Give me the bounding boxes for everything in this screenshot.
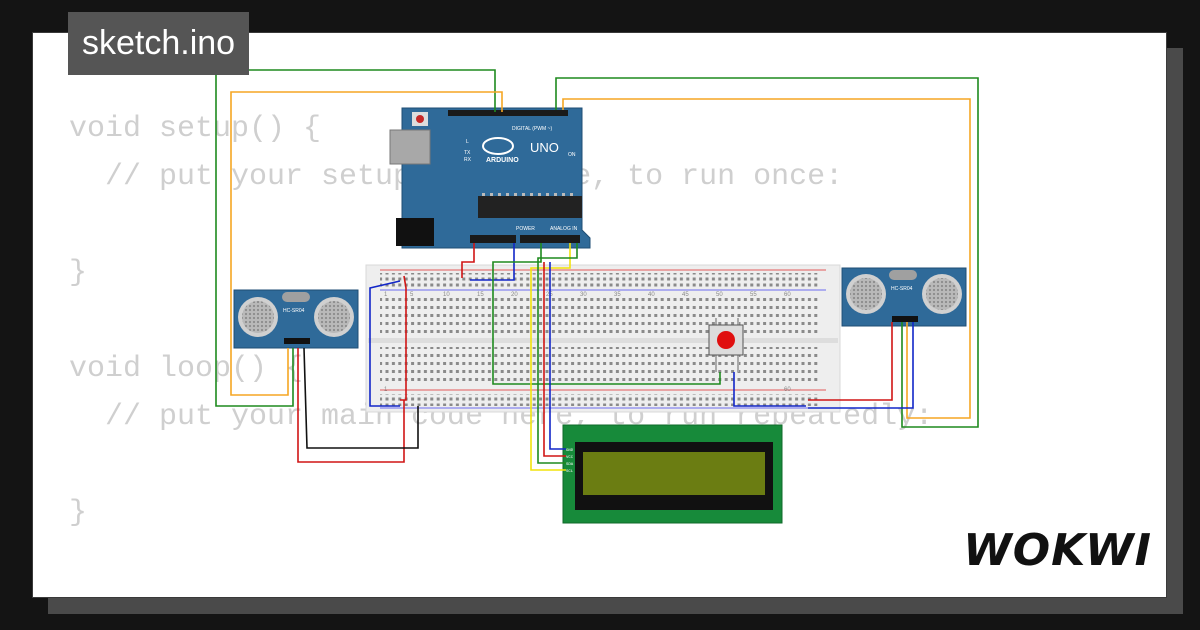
bb-col-35: 35: [614, 292, 621, 298]
board-name: UNO: [530, 140, 559, 155]
power-header: [470, 235, 516, 243]
bb-col-60-bottom: 60: [784, 387, 791, 393]
l-label: L: [466, 139, 469, 145]
breadboard[interactable]: 1 5 10 15 20 25 30 35 40 45 50 55 60 1 6…: [365, 264, 841, 413]
wires: [215, 69, 979, 471]
arduino-uno[interactable]: UNO ARDUINO DIGITAL (PWM ~) POWER ANALOG…: [389, 107, 591, 249]
wire-blue-sensor-right: [808, 322, 914, 409]
ultrasonic-left-model: HC-SR04: [283, 308, 305, 314]
lcd-pin-sda: SDA: [566, 463, 574, 467]
wire-blue-gnd: [470, 243, 515, 281]
bb-col-1-bottom: 1: [384, 387, 388, 393]
usb-port: [389, 129, 431, 165]
tx-label: TX: [464, 150, 471, 156]
wire-red-lcd: [543, 262, 566, 457]
analog-header: [520, 235, 580, 243]
wire-yellow-sda: [530, 243, 571, 471]
code-line-9: }: [69, 496, 88, 530]
ultrasonic-right-model: HC-SR04: [891, 286, 913, 292]
atmega-chip: [478, 196, 582, 218]
wire-blue-button: [733, 372, 806, 407]
analog-label: ANALOG IN: [550, 226, 578, 232]
bb-col-1: 1: [384, 292, 388, 298]
wire-red-sensor-left: [297, 348, 405, 463]
wire-green-button: [492, 243, 721, 385]
ultrasonic-sensor-left[interactable]: HC-SR04: [233, 289, 359, 349]
bb-col-10: 10: [443, 292, 450, 298]
bb-col-50: 50: [716, 292, 723, 298]
bb-col-55: 55: [750, 292, 757, 298]
ultrasonic-sensor-right[interactable]: HC-SR04: [841, 267, 967, 327]
wire-blue-lcd: [549, 262, 566, 450]
lcd-pin-vcc: VCC: [566, 456, 574, 460]
wire-green-scl: [537, 243, 578, 464]
digital-label: DIGITAL (PWM ~): [512, 126, 552, 132]
bb-col-60: 60: [784, 292, 791, 298]
bb-col-5: 5: [410, 292, 414, 298]
lcd-pin-scl: SCL: [566, 470, 574, 474]
push-button[interactable]: [708, 318, 744, 372]
lcd-display[interactable]: GND VCC SDA SCL: [562, 424, 783, 524]
bb-col-30: 30: [580, 292, 587, 298]
power-jack: [396, 218, 434, 246]
bb-col-40: 40: [648, 292, 655, 298]
on-label: ON: [568, 152, 576, 158]
power-label: POWER: [516, 226, 535, 232]
bb-col-45: 45: [682, 292, 689, 298]
board-brand: ARDUINO: [486, 157, 519, 164]
button-cap[interactable]: [717, 331, 735, 349]
file-tab[interactable]: sketch.ino: [68, 12, 250, 75]
rx-label: RX: [464, 157, 472, 163]
code-line-1: void setup() {: [69, 112, 322, 146]
lcd-pin-gnd: GND: [566, 449, 574, 453]
arduino-logo-icon: [482, 137, 514, 155]
wire-green-right: [555, 77, 979, 428]
bb-col-15: 15: [477, 292, 484, 298]
wokwi-logo: WOKWI: [963, 525, 1152, 576]
wire-orange-right: [562, 98, 971, 419]
wire-black-sensor-left: [303, 347, 419, 449]
wire-orange-left: [230, 91, 503, 396]
code-line-4: }: [69, 256, 88, 290]
wire-red-rail-left: [400, 275, 407, 401]
wire-red-power: [461, 243, 475, 278]
wire-green-left: [215, 69, 496, 407]
wire-red-sensor-right: [808, 322, 893, 401]
digital-header: [448, 110, 568, 116]
bb-col-20: 20: [511, 292, 518, 298]
wire-blue-rail-left: [369, 280, 401, 407]
